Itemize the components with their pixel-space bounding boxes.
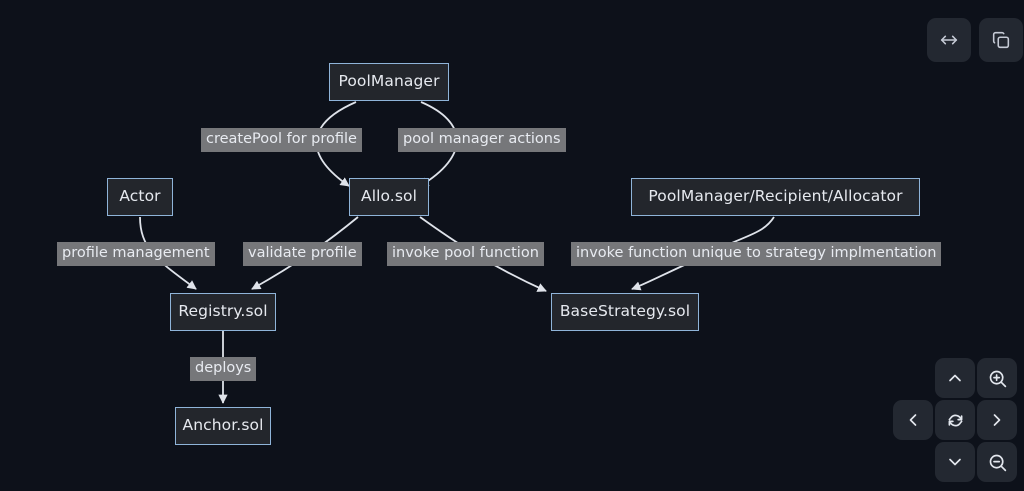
chevron-right-icon (987, 410, 1007, 430)
pan-right-button[interactable] (977, 400, 1017, 440)
double-arrow-horizontal-icon (938, 29, 960, 51)
chevron-up-icon (945, 368, 965, 388)
edge-label-invoke-function-unique-to-strategy: invoke function unique to strategy implm… (571, 242, 942, 266)
edge-label-deploys: deploys (190, 357, 257, 381)
refresh-icon (945, 410, 966, 431)
node-registry-sol[interactable]: Registry.sol (170, 293, 276, 331)
chevron-left-icon (903, 410, 923, 430)
copy-button[interactable] (979, 18, 1023, 62)
pan-up-button[interactable] (935, 358, 975, 398)
edge-label-pool-manager-actions: pool manager actions (398, 128, 566, 152)
reset-view-button[interactable] (935, 400, 975, 440)
zoom-in-button[interactable] (977, 358, 1017, 398)
pan-down-button[interactable] (935, 442, 975, 482)
node-actor[interactable]: Actor (107, 178, 173, 216)
node-allo-sol[interactable]: Allo.sol (349, 178, 429, 216)
node-anchor-sol[interactable]: Anchor.sol (175, 407, 271, 445)
edge-label-profile-management: profile management (57, 242, 215, 266)
node-poolmanager[interactable]: PoolManager (329, 63, 449, 101)
fit-width-button[interactable] (927, 18, 971, 62)
pan-left-button[interactable] (893, 400, 933, 440)
chevron-down-icon (945, 452, 965, 472)
edge-label-validate-profile: validate profile (243, 242, 362, 266)
zoom-out-icon (987, 452, 1008, 473)
zoom-in-icon (987, 368, 1008, 389)
node-poolmanager-recipient-allocator[interactable]: PoolManager/Recipient/Allocator (631, 178, 920, 216)
edge-label-createpool-for-profile: createPool for profile (201, 128, 362, 152)
edge-label-invoke-pool-function: invoke pool function (387, 242, 544, 266)
copy-icon (990, 29, 1012, 51)
zoom-out-button[interactable] (977, 442, 1017, 482)
node-basestrategy-sol[interactable]: BaseStrategy.sol (551, 293, 699, 331)
